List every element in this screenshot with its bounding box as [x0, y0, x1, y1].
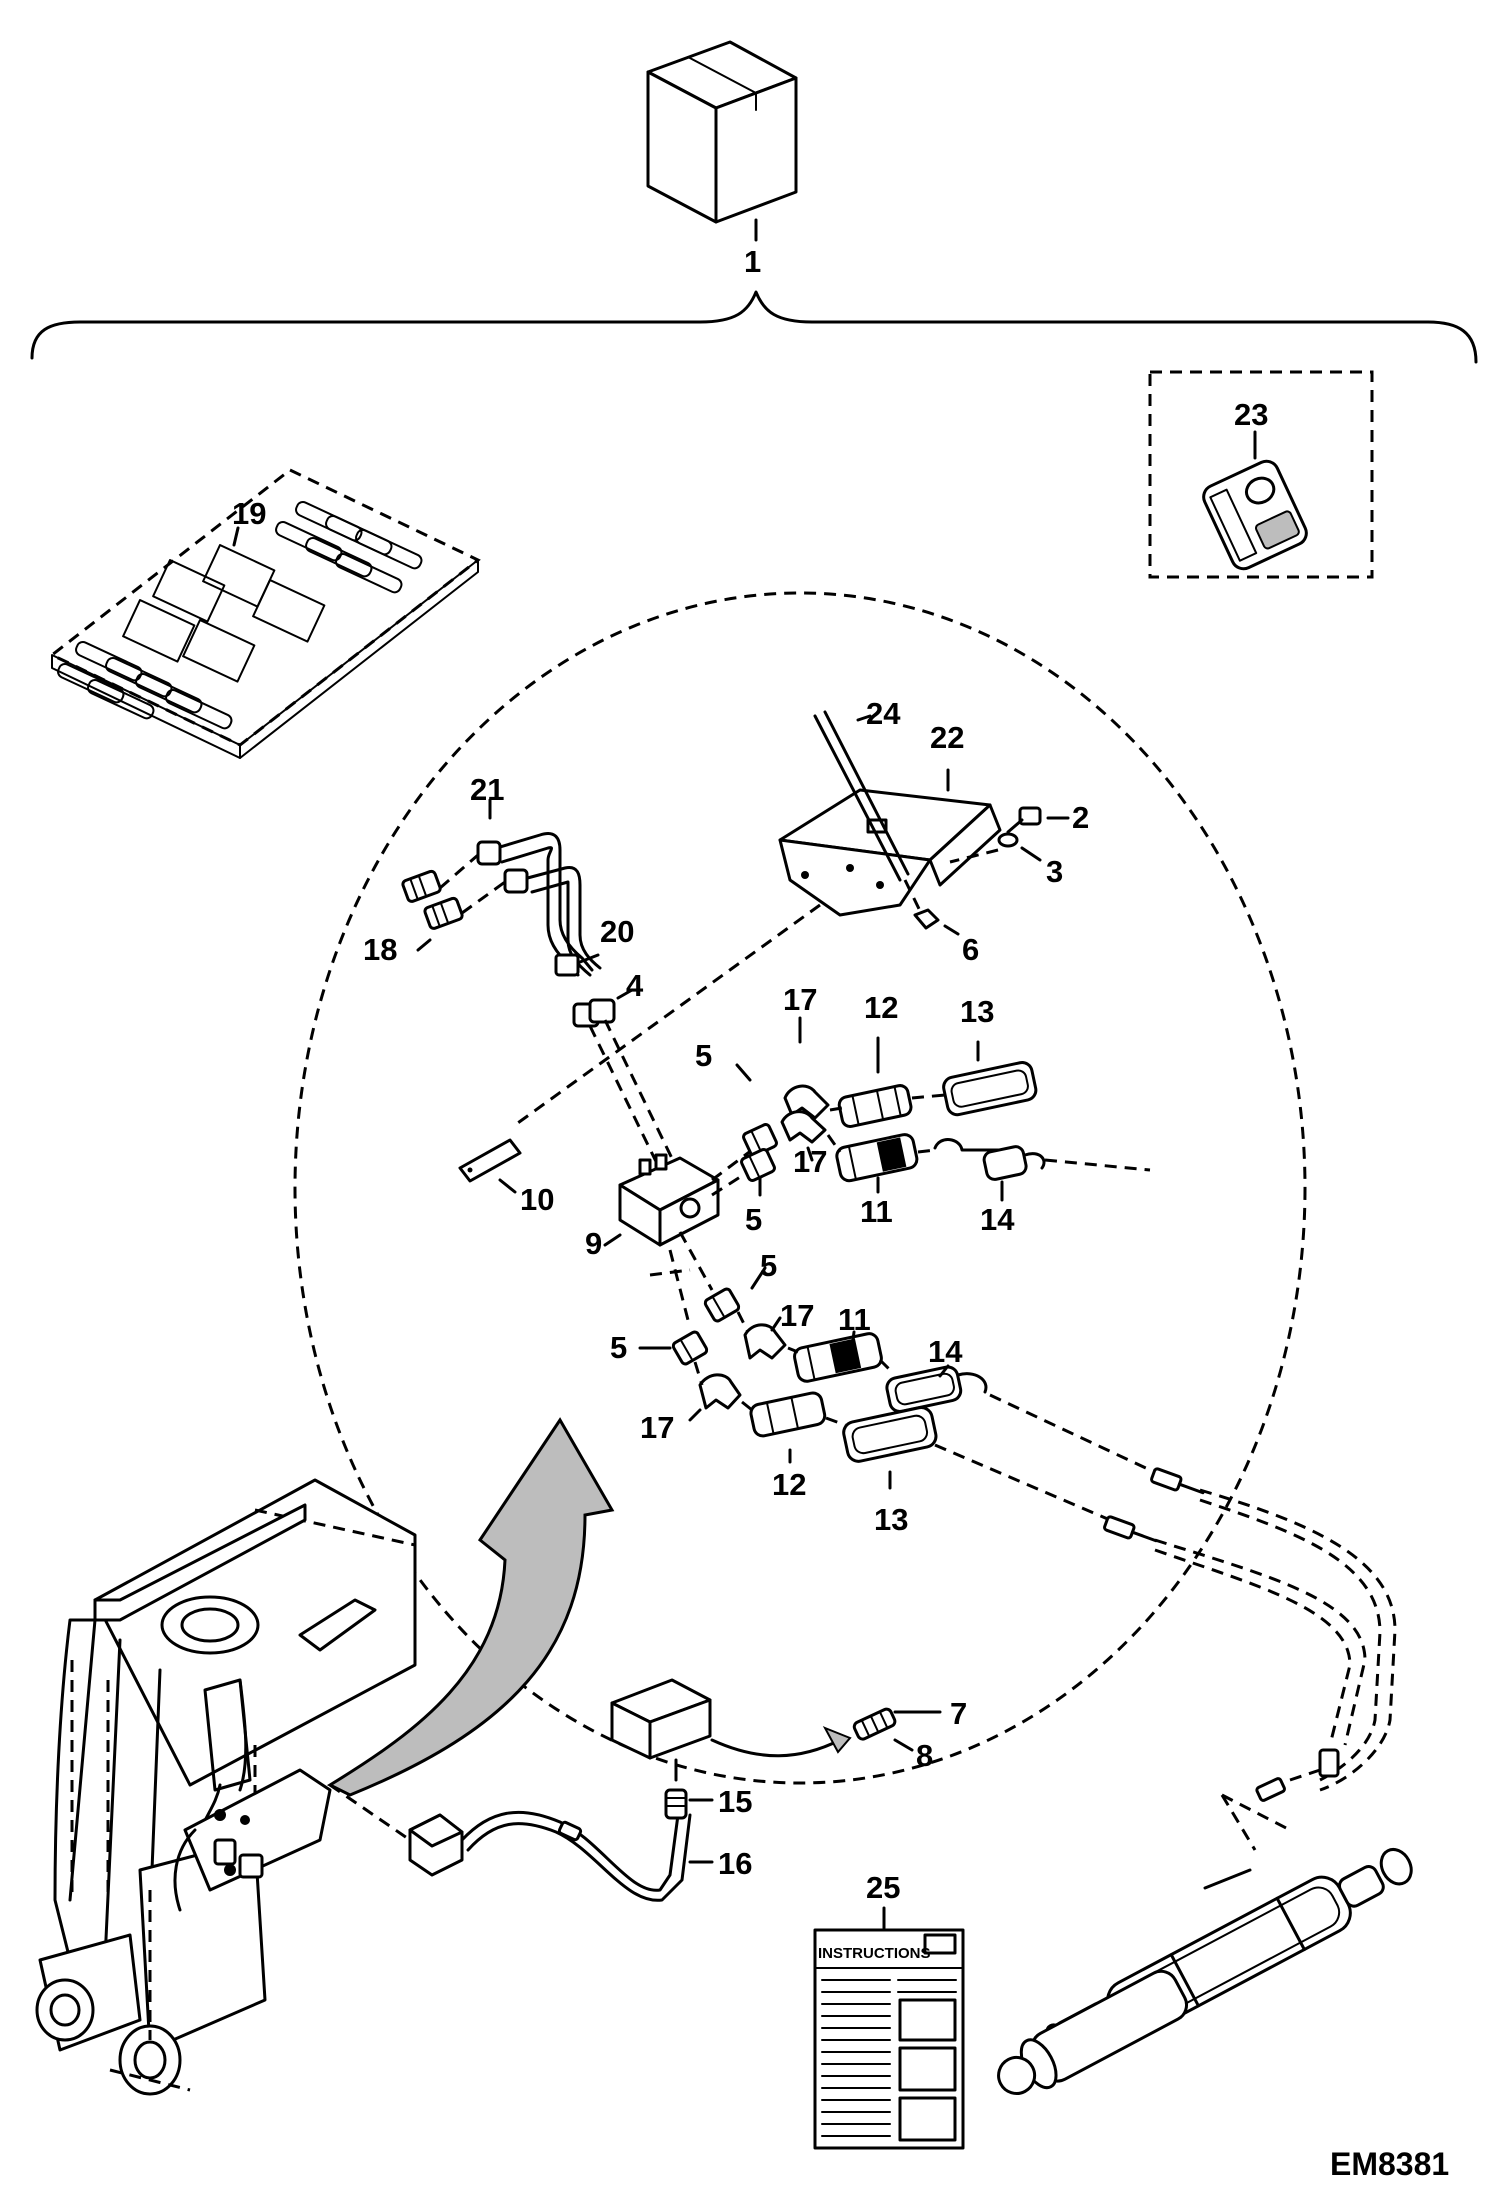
instructions-label: INSTRUCTIONS [818, 1945, 931, 1962]
kit-box [646, 40, 798, 242]
instructions-sheet [813, 1906, 965, 2150]
callout-19: 19 [232, 496, 266, 531]
callout-2: 2 [1072, 800, 1089, 835]
hydraulic-cylinder [997, 1793, 1413, 2095]
callout-24: 24 [866, 696, 901, 731]
callout-13-upper: 13 [960, 994, 994, 1029]
callout-11-upper: 11 [860, 1194, 893, 1229]
figure-id: EM8381 [1330, 2146, 1449, 2182]
callout-7: 7 [950, 1696, 967, 1731]
small-parts-box [610, 1678, 942, 1782]
plate-10 [458, 1138, 522, 1194]
hoses-to-cylinder [934, 1158, 1397, 1802]
upper-coupler-bottom [711, 1110, 1046, 1202]
callout-5-upper-a: 5 [695, 1038, 712, 1073]
decal-sheet [49, 468, 481, 759]
callout-17-lower-a: 17 [780, 1298, 814, 1333]
upper-coupler-top [711, 1016, 1038, 1182]
mount-bracket [778, 710, 1070, 936]
callout-21: 21 [470, 772, 504, 807]
lower-coupler-top [678, 1231, 988, 1413]
callout-10: 10 [520, 1182, 554, 1217]
callout-5-upper-b: 5 [745, 1202, 762, 1237]
callout-20: 20 [600, 914, 634, 949]
callout-5-lower-a: 5 [760, 1248, 777, 1283]
callout-23: 23 [1234, 397, 1268, 432]
loader-arm [35, 1478, 417, 2096]
callout-3: 3 [1046, 854, 1063, 889]
callout-16: 16 [718, 1846, 752, 1881]
callout-14-lower: 14 [928, 1334, 963, 1369]
callout-15: 15 [718, 1784, 752, 1819]
callout-14-upper: 14 [980, 1202, 1015, 1237]
callout-8: 8 [916, 1738, 933, 1773]
switch-box [1148, 370, 1374, 579]
callout-1: 1 [744, 244, 761, 279]
callout-9: 9 [585, 1226, 602, 1261]
bracket-valve-leader [514, 903, 821, 1127]
callout-4: 4 [626, 968, 644, 1003]
tube-assembly [401, 798, 682, 1181]
callout-12-upper: 12 [864, 990, 898, 1025]
detail-arrow [326, 1417, 615, 1797]
callout-22: 22 [930, 720, 964, 755]
callout-17-lower-b: 17 [640, 1410, 674, 1445]
callout-6: 6 [962, 932, 979, 967]
callout-17-upper-b: 17 [793, 1144, 827, 1179]
callout-5-lower-b: 5 [610, 1330, 627, 1365]
callout-25: 25 [866, 1870, 900, 1905]
callout-17-upper-a: 17 [783, 982, 817, 1017]
lower-coupler-bottom [638, 1249, 938, 1490]
callout-12-lower: 12 [772, 1467, 806, 1502]
callout-13-lower: 13 [874, 1502, 908, 1537]
wire-harness [329, 1783, 714, 1902]
kit-bracket [30, 290, 1478, 364]
callout-18: 18 [363, 932, 397, 967]
detail-circle [293, 591, 1307, 1785]
valve-block [603, 1153, 720, 1247]
callout-11-lower: 11 [838, 1302, 871, 1337]
